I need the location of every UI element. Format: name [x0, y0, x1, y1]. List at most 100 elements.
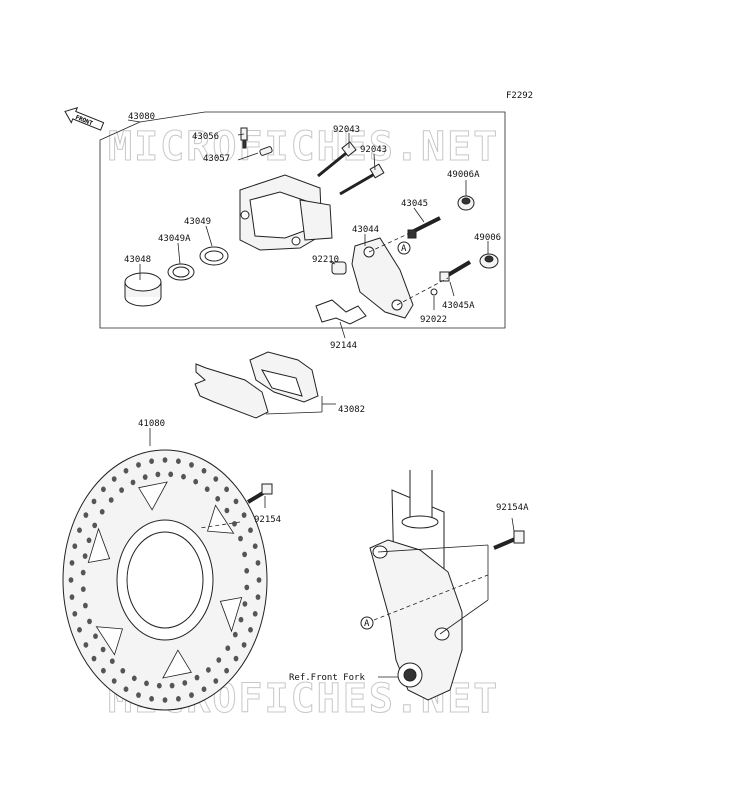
caliper-bracket [351, 237, 414, 319]
disc-hole [252, 611, 258, 617]
disc-hole [238, 616, 244, 623]
svg-text:A: A [401, 244, 407, 254]
boot-49006 [479, 253, 499, 269]
part-label-43049a: 43049A [158, 234, 191, 244]
disc-hole [120, 668, 126, 674]
brake-pads [194, 351, 319, 419]
pin-92043-b [339, 163, 385, 196]
part-label-43044: 43044 [352, 225, 379, 235]
piston-43048 [124, 272, 162, 307]
disc-hole [69, 560, 75, 566]
disc-hole [72, 611, 78, 617]
disc-hole [131, 675, 137, 682]
part-label-92043a: 92043 [333, 125, 360, 135]
bolt-92154 [246, 483, 273, 504]
disc-hole [77, 527, 82, 533]
disc-hole [93, 633, 98, 639]
disc-hole [224, 507, 230, 514]
disc-hole [233, 498, 239, 505]
disc-hole [69, 594, 75, 600]
part-label-49006a: 49006A [447, 170, 480, 180]
part-label-43048: 43048 [124, 255, 151, 265]
disc-hole [206, 667, 211, 673]
disc-hole [111, 476, 117, 482]
disc-hole [80, 569, 86, 576]
disc-cutout [162, 649, 192, 679]
disc-hole [83, 512, 89, 518]
disc-hole [83, 642, 89, 648]
disc-hole [255, 594, 261, 600]
disc-hole [144, 680, 149, 687]
disc-hole [215, 496, 221, 502]
disc-hole [238, 535, 243, 542]
disc-cutout [206, 504, 235, 534]
disc-hole [256, 577, 262, 583]
disc-hole [232, 521, 237, 527]
disc-hole [181, 473, 186, 480]
disc-hole [176, 458, 181, 465]
disc-cutout [138, 481, 168, 511]
disc-hole [232, 631, 238, 638]
disc-hole [189, 462, 194, 468]
part-label-41080: 41080 [138, 419, 165, 429]
pin-92043-a [317, 141, 357, 178]
disc-hole [255, 560, 261, 566]
disc-hole [168, 471, 174, 478]
disc-hole [86, 537, 92, 544]
disc-hole [123, 686, 129, 692]
boot-49006a [457, 195, 475, 211]
disc-hole [242, 551, 248, 558]
disc-hole [225, 645, 231, 651]
disc-hole [182, 680, 188, 686]
part-label-43056: 43056 [192, 132, 219, 142]
disc-hole [149, 458, 155, 465]
disc-hole [244, 584, 250, 591]
seal-43049 [199, 246, 229, 266]
part-label-49006: 49006 [474, 233, 501, 243]
disc-hole [204, 486, 210, 493]
disc-hole [100, 646, 106, 653]
svg-text:A: A [364, 619, 370, 629]
part-label-43049: 43049 [184, 217, 211, 227]
part-label-43057: 43057 [203, 154, 230, 164]
disc-hole [82, 553, 88, 559]
disc-hole [80, 586, 86, 592]
disc-cutout [95, 626, 124, 656]
disc-hole [241, 642, 247, 648]
part-label-92022: 92022 [420, 315, 447, 325]
caliper-body [239, 174, 333, 251]
disc-hole [92, 522, 98, 529]
ref-marker-a-top: A [397, 241, 411, 255]
part-label-92144: 92144 [330, 341, 357, 351]
disc-hole [111, 678, 117, 684]
disc-hole [193, 478, 199, 485]
disc-hole [68, 577, 74, 583]
disc-hole [99, 509, 105, 515]
disc-hole [233, 655, 239, 662]
disc-hole [248, 627, 253, 633]
disc-hole [136, 462, 141, 468]
pad-spring-92144 [315, 299, 367, 325]
ref-front-fork-label: Ref.Front Fork [289, 673, 365, 683]
part-labels: 430804305643057920439204349006A430454304… [124, 112, 529, 525]
collar-92210 [331, 261, 347, 275]
front-fork [369, 470, 463, 701]
front-arrow-label: FRONT [74, 114, 94, 127]
disc-hole [156, 682, 162, 689]
disc-hole [91, 498, 97, 505]
part-label-43045a: 43045A [442, 301, 475, 311]
disc-hole [201, 468, 207, 474]
front-arrow-icon: FRONT [64, 106, 105, 131]
bolt-43045a [439, 260, 472, 282]
bolt-43045 [407, 216, 441, 239]
caliper-assembly-frame [99, 111, 506, 329]
disc-hole [241, 512, 247, 518]
part-label-92154a: 92154A [496, 503, 529, 513]
seal-43049a [167, 263, 195, 281]
disc-hole [176, 696, 181, 702]
disc-hole [101, 486, 106, 493]
disc-hole [108, 497, 114, 503]
brake-disc [62, 449, 268, 711]
disc-hole [224, 667, 230, 674]
